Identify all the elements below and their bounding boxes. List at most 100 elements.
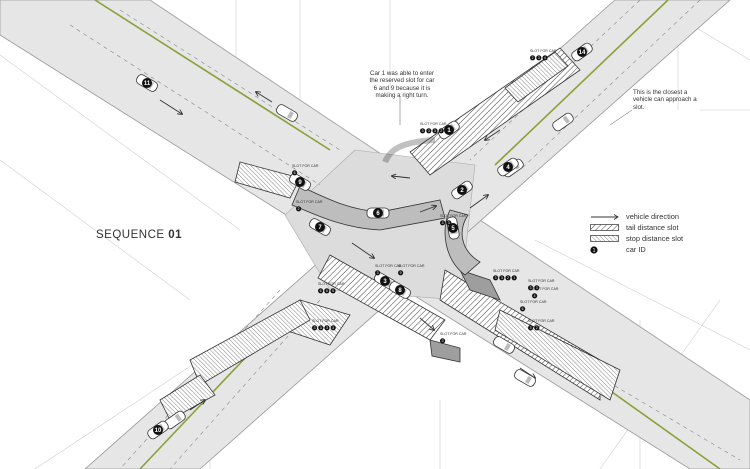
sequence-title: SEQUENCE 01 (96, 229, 183, 241)
slot-car-id-badge (528, 325, 534, 331)
slot-car-id-badge (312, 325, 318, 331)
slot-car-id-label: 3 (332, 326, 334, 330)
slot-car-id-badge (520, 306, 526, 312)
car-id-badge (315, 222, 325, 232)
slot-car-id-badge (420, 128, 426, 134)
slot-for-car-text: SLOT FOR CAR (530, 49, 557, 53)
slot-for-car-text: SLOT FOR CAR (318, 282, 345, 286)
gray-slot-s (429, 339, 461, 363)
tail-hatch-swatch-icon (590, 224, 620, 231)
slot-car-id-label: 3 (538, 56, 540, 60)
car-windshield (286, 110, 294, 120)
slot-for-car-text: SLOT FOR CAR (292, 164, 319, 168)
car-id-badge (448, 223, 458, 233)
slots (159, 47, 621, 421)
slot-car-id-label: 3 (422, 129, 424, 133)
car-id-label: 3 (383, 279, 387, 285)
slot-car-id-badge (330, 288, 336, 294)
car-id-label: 7 (318, 225, 322, 231)
car-id-badge (503, 162, 513, 172)
slot-car-id-label: 1 (513, 276, 515, 280)
car-id-badge-icon: 1 (590, 245, 620, 254)
slot-car-id-badge (438, 128, 444, 134)
slot-car-id-badge (292, 170, 298, 176)
slot-car-id-label: 3 (442, 339, 444, 343)
car-body (552, 112, 574, 132)
slot-label: SLOT FOR CAR 3 (440, 332, 467, 344)
slot-car-id-label: 3 (320, 326, 322, 330)
slot-label: SLOT FOR CAR 3 (375, 264, 402, 276)
car-id-badge (457, 185, 467, 195)
slot-for-car-text: SLOT FOR CAR (420, 122, 447, 126)
slot-for-car-text: SLOT FOR CAR (440, 214, 467, 218)
legend-item-tail-distance-slot: tail distance slot (590, 222, 683, 233)
car-id-badge (577, 47, 587, 57)
slot-for-car-text: SLOT FOR CAR (375, 264, 402, 268)
slot-for-car-text: SLOT FOR CAR (398, 264, 425, 268)
car-5 (514, 369, 536, 387)
car-body (493, 336, 515, 354)
slot-car-id-label: 3 (434, 129, 436, 133)
slot-for-car-text: SLOT FOR CAR (493, 269, 520, 273)
car1-annotation: Car 1 was able to enter the reserved slo… (369, 70, 435, 100)
car-id-badge (153, 425, 163, 435)
slot-car-id-label: 9 (332, 289, 334, 293)
slot-car-id-badge (432, 128, 438, 134)
leader-lines (399, 96, 633, 126)
slot-car-id-label: 6 (294, 171, 296, 175)
car-body (514, 369, 536, 387)
slot-car-id-label: 3 (448, 221, 450, 225)
slot-car-id-badge (536, 55, 542, 61)
car-body (276, 104, 298, 122)
car-id-label: 5 (451, 226, 455, 232)
slot-car-id-label: 3 (377, 271, 379, 275)
slot-car-id-badge (505, 275, 511, 281)
slot-car-id-label: 4 (534, 294, 536, 298)
slot-car-id-badge (318, 325, 324, 331)
slot-car-id-label: 3 (428, 129, 430, 133)
turn-path-car1 (382, 137, 436, 164)
slot-for-car-text: SLOT FOR CAR (532, 287, 559, 291)
slot-car-id-label: 3 (530, 326, 532, 330)
slot-car-id-label: 2 (507, 276, 509, 280)
slot-car-id-label: 3 (314, 326, 316, 330)
slot-car-id-label: 2 (440, 129, 442, 133)
slot-car-id-label: 2 (536, 326, 538, 330)
legend-item-stop-distance-slot: stop distance slot (590, 233, 683, 244)
car-windshield (174, 413, 182, 422)
slot-car-id-badge (318, 288, 324, 294)
car-4 (493, 336, 515, 354)
stop-hatch-swatch-icon (590, 235, 620, 242)
slot-car-id-badge (324, 288, 330, 294)
slot-car-id-badge (528, 285, 534, 291)
slot-car-id-badge (530, 55, 536, 61)
slot-car-id-badge (440, 338, 446, 344)
slot-car-id-badge (532, 293, 538, 299)
slot-label: SLOT FOR CAR 6 (292, 164, 319, 176)
car-id-label: 6 (376, 211, 380, 217)
car-windshield (562, 115, 570, 124)
slot-for-car-text: SLOT FOR CAR (440, 332, 467, 336)
slot-car-id-badge (493, 275, 499, 281)
legend-item-vehicle-direction: vehicle direction (590, 211, 683, 222)
slot-car-id-badge (375, 270, 381, 276)
slot-car-id-label: 2 (298, 207, 300, 211)
slot-car-id-badge (534, 285, 540, 291)
car-windshield (524, 375, 532, 385)
slot-car-id-label: 3 (495, 276, 497, 280)
svg-text:1: 1 (593, 248, 596, 254)
slot-car-id-label: 6 (522, 307, 524, 311)
car-id-badge (395, 285, 405, 295)
slot-car-id-badge (446, 220, 452, 226)
stop-slot-s-low (159, 374, 216, 421)
slot-car-id-badge (426, 128, 432, 134)
stop-slot-se (494, 309, 621, 401)
